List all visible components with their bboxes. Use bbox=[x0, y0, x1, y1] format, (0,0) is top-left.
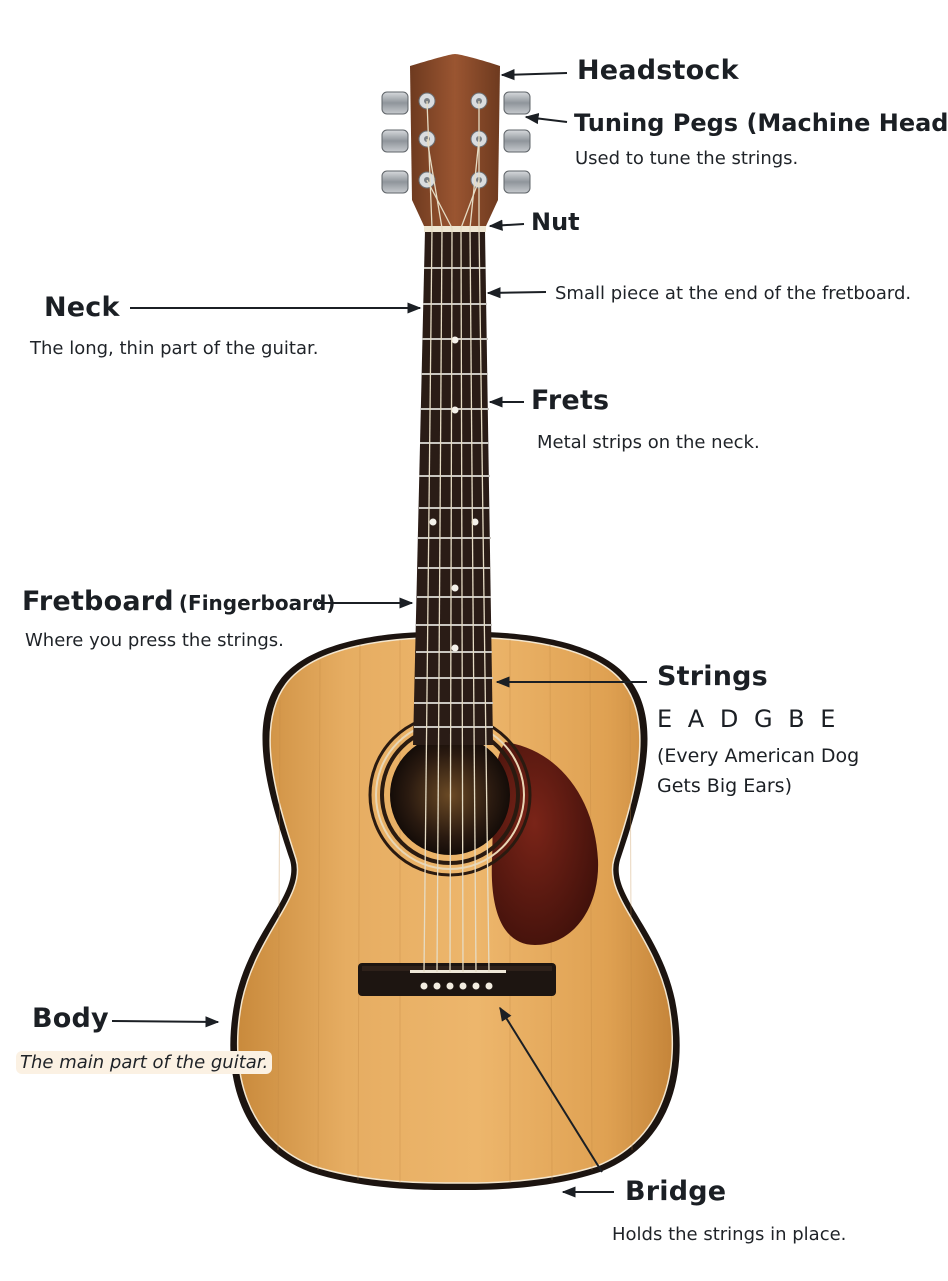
fretboard-graphic bbox=[413, 230, 493, 745]
arrow-nut bbox=[490, 224, 524, 226]
body-desc: The main part of the guitar. bbox=[16, 1051, 272, 1074]
headstock-graphic bbox=[382, 54, 530, 226]
tuning-pegs-label: Tuning Pegs (Machine Heads) bbox=[574, 109, 948, 137]
frets-desc: Metal strips on the neck. bbox=[537, 432, 760, 453]
frets-label: Frets bbox=[531, 385, 609, 416]
nut-label: Nut bbox=[531, 208, 580, 236]
nut-desc: Small piece at the end of the fretboard. bbox=[555, 283, 911, 304]
fretboard-desc: Where you press the strings. bbox=[25, 630, 284, 651]
arrow-tuning-pegs bbox=[526, 117, 567, 122]
neck-label: Neck bbox=[44, 292, 120, 323]
fretboard-label: Fretboard bbox=[22, 586, 174, 617]
bridge-desc: Holds the strings in place. bbox=[612, 1224, 846, 1245]
arrow-headstock bbox=[502, 73, 567, 75]
body-desc-wrap: The main part of the guitar. bbox=[16, 1052, 272, 1073]
body-label: Body bbox=[32, 1003, 109, 1034]
nut-graphic bbox=[424, 225, 486, 232]
arrow-body bbox=[112, 1021, 218, 1022]
arrow-nut-desc bbox=[488, 292, 546, 293]
strings-mnemonic: (Every American Dog Gets Big Ears) bbox=[657, 741, 887, 801]
bridge-graphic bbox=[358, 963, 556, 996]
strings-notes: E A D G B E bbox=[657, 705, 839, 733]
fretboard-label-group: Fretboard (Fingerboard) bbox=[22, 586, 335, 617]
strings-label: Strings bbox=[657, 661, 768, 692]
tuning-pegs-desc: Used to tune the strings. bbox=[575, 148, 798, 169]
neck-desc: The long, thin part of the guitar. bbox=[30, 338, 318, 359]
bridge-label: Bridge bbox=[625, 1176, 726, 1207]
fretboard-label-suffix: (Fingerboard) bbox=[179, 591, 336, 615]
headstock-label: Headstock bbox=[577, 55, 739, 86]
